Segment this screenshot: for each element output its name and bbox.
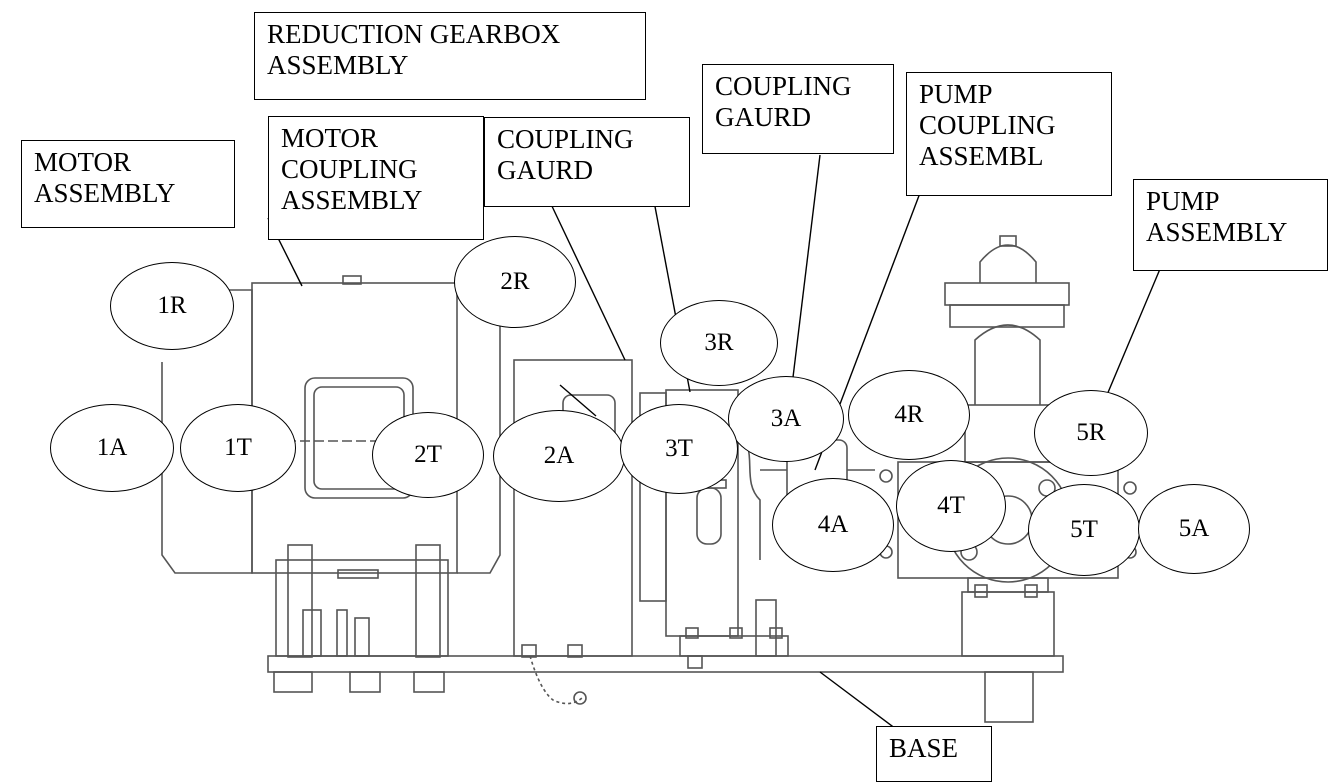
point-3t: 3T — [620, 404, 738, 494]
label-motor-coupling-assembly: MOTOR COUPLING ASSEMBLY — [268, 116, 484, 240]
label-reduction-gearbox-assembly: REDUCTION GEARBOX ASSEMBLY — [254, 12, 646, 100]
point-3a: 3A — [728, 376, 844, 462]
point-1t: 1T — [180, 404, 296, 492]
motor-body — [161, 275, 501, 658]
point-2r: 2R — [454, 236, 576, 328]
point-1r: 1R — [110, 262, 234, 350]
point-2t: 2T — [372, 412, 484, 498]
point-5t: 5T — [1028, 484, 1140, 576]
point-5a: 5A — [1138, 484, 1250, 574]
point-1a: 1A — [50, 404, 174, 492]
label-pump-assembly: PUMP ASSEMBLY — [1133, 179, 1328, 271]
label-base: BASE — [876, 726, 992, 782]
point-2a: 2A — [493, 410, 625, 502]
label-pump-coupling-assembly: PUMP COUPLING ASSEMBL — [906, 72, 1112, 196]
point-4t: 4T — [896, 460, 1006, 552]
label-motor-assembly: MOTOR ASSEMBLY — [21, 140, 235, 228]
base-plate — [267, 655, 1064, 673]
point-4r: 4R — [848, 370, 970, 460]
point-5r: 5R — [1034, 390, 1148, 476]
point-3r: 3R — [660, 300, 778, 386]
label-coupling-guard-right: COUPLING GAURD — [702, 64, 894, 154]
label-coupling-guard-left: COUPLING GAURD — [484, 117, 690, 207]
point-4a: 4A — [772, 478, 894, 572]
